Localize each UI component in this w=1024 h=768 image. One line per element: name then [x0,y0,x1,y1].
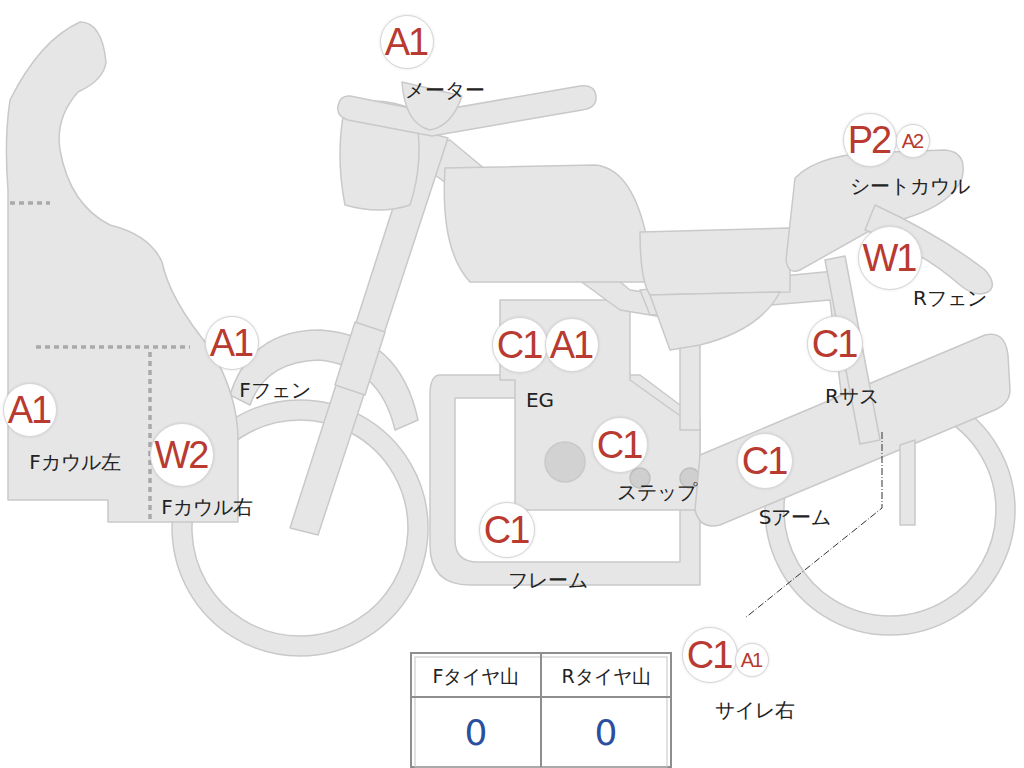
damage-code: C1 [812,325,859,363]
damage-code-circle: P2 [843,113,897,167]
damage-code: C1 [484,511,531,549]
damage-code: A2 [902,131,924,151]
part-name: EG [526,389,554,411]
damage-code-circle: A1 [3,383,57,437]
tread-table [411,653,671,767]
damage-code-circle: C1 [479,502,535,558]
part-name: ステップ [617,481,697,503]
damage-code: P2 [848,121,892,159]
damage-code-circle: A1 [545,318,599,372]
part-name: Sアーム [759,506,832,528]
cowl-divider [10,201,50,205]
part-name: メーター [405,79,485,101]
damage-code: A1 [741,650,763,670]
damage-code-circle: A1 [380,15,434,69]
damage-code-circle: C1 [807,316,863,372]
damage-code-circle: A2 [896,124,930,158]
seat [640,228,790,295]
damage-code: C1 [597,426,644,464]
damage-code: C1 [497,326,544,364]
damage-code: A1 [385,23,429,61]
damage-code: W1 [863,239,918,277]
part-name: フレーム [508,569,588,591]
cowl-divider [148,352,152,520]
part-name: Rサス [825,385,879,407]
table-header: Rタイヤ山 [561,666,650,687]
part-name: Fフェン [239,379,311,401]
damage-code: A1 [210,324,254,362]
damage-code: A1 [8,391,52,429]
damage-code: A1 [550,326,594,364]
part-name: Fカウル右 [161,496,253,518]
damage-code-circle: A1 [735,643,769,677]
part-name: Fカウル左 [29,451,121,473]
damage-code: C1 [687,636,734,674]
fuel-tank [444,165,650,282]
front-cowl [6,22,238,522]
damage-code-circle: C1 [592,417,648,473]
damage-code-circle: C1 [492,317,548,373]
damage-code-circle: A1 [205,316,259,370]
damage-code-circle: C1 [737,433,793,489]
part-name: Rフェン [913,287,987,309]
damage-code-circle: W1 [858,226,922,290]
table-header: Fタイヤ山 [433,666,520,687]
damage-code: C1 [742,442,789,480]
damage-code: W2 [155,436,210,474]
damage-code-circle: W2 [150,423,214,487]
table-cell: 0 [595,713,618,753]
part-name: シートカウル [850,175,970,197]
table-cell: 0 [465,713,488,753]
cowl-divider [36,345,190,349]
damage-code-circle: C1 [682,627,738,683]
part-name: サイレ右 [715,699,795,721]
